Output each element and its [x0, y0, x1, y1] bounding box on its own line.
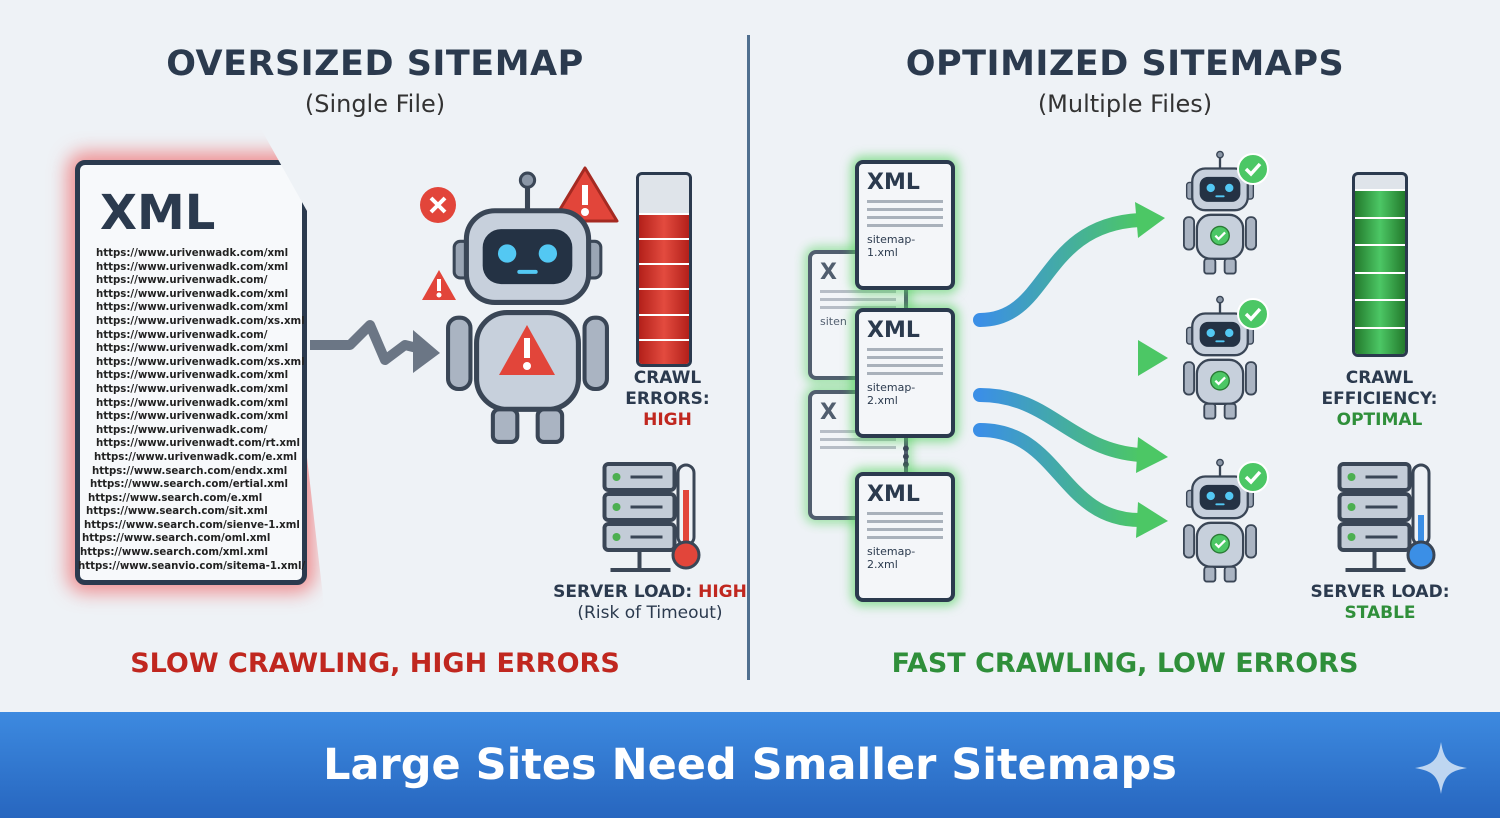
file-name: sitemap-2.xml	[867, 545, 916, 571]
arrow-1	[973, 213, 1147, 327]
url-line: https://www.search.com/endx.xml	[92, 465, 288, 477]
file-xml-label: XML	[867, 318, 920, 343]
crawl-arrows	[973, 202, 1168, 538]
robot-crawler-ok	[1180, 295, 1260, 420]
url-line: https://www.search.com/sienve-1.xml	[84, 519, 300, 531]
meter-segment	[1355, 244, 1405, 271]
meter-segment	[1355, 326, 1405, 354]
url-line: https://www.search.com/oml.xml	[82, 533, 271, 545]
server-load-text: SERVER LOAD:	[1310, 582, 1450, 602]
arrow-4	[973, 423, 1147, 527]
url-line: https://www.seanvio.com/sitema-1.xml/	[78, 560, 306, 572]
left-subtitle: (Single File)	[304, 90, 446, 118]
meter-segment	[1355, 216, 1405, 244]
meter-segment	[639, 263, 689, 288]
check-icon	[1237, 153, 1269, 185]
server-load-label: SERVER LOAD: HIGH (Risk of Timeout)	[540, 582, 760, 624]
url-line: https://www.search.com/ertial.xml	[90, 479, 288, 491]
sparkle-icon	[1415, 742, 1467, 794]
url-line: https://www.urivenwadk.com/xml	[96, 397, 289, 409]
partial-file-name: siten	[820, 315, 847, 328]
banner-title: Large Sites Need Smaller Sitemaps	[323, 740, 1177, 790]
crawl-efficiency-meter	[1352, 172, 1408, 357]
crawl-efficiency-value: OPTIMAL	[1336, 410, 1423, 430]
error-x-icon	[420, 187, 456, 223]
crawl-errors-value: HIGH	[643, 410, 692, 430]
url-line: https://www.urivenwadk.com/xml	[96, 343, 289, 355]
url-line: https://www.urivenwadk.com/xml	[96, 302, 289, 314]
right-subtitle: (Multiple Files)	[1037, 90, 1213, 118]
url-line: https://www.urivenwadk.com/xml	[96, 411, 289, 423]
doc-xml-label: XML	[100, 185, 216, 241]
url-line: https://www.urivenwadk.com/	[96, 275, 268, 287]
crawl-label-line2: ERRORS:	[625, 389, 710, 409]
file-name: sitemap-2.xml	[867, 381, 916, 407]
crawl-errors-meter	[636, 172, 692, 367]
url-line: https://www.urivenwadk.com/xs.xml	[96, 356, 305, 368]
meter-segment	[1355, 271, 1405, 299]
robot-crawler-ok	[1180, 458, 1260, 583]
right-footer: FAST CRAWLING, LOW ERRORS	[891, 648, 1359, 679]
url-line: https://www.search.com/e.xml	[88, 492, 263, 504]
crawl-label-line1: CRAWL	[633, 368, 702, 388]
url-line: https://www.search.com/sit.xml	[86, 506, 268, 518]
robot-crawler-error	[445, 170, 610, 445]
warning-small-icon	[422, 270, 456, 300]
server-load-value: STABLE	[1344, 603, 1416, 623]
url-line: https://www.urivenwadk.com/xml	[96, 370, 289, 382]
meter-segment	[1355, 299, 1405, 326]
sitemap-file-2: XML sitemap-2.xml	[855, 308, 955, 438]
server-load-stable-label: SERVER LOAD: STABLE	[1290, 582, 1470, 624]
url-line: https://www.urivenwadk.com/xs.xml	[96, 315, 305, 327]
server-stable-icon	[1333, 460, 1436, 580]
meter-segment	[639, 288, 689, 313]
url-line: https://www.search.com/xml.xml	[80, 547, 268, 559]
meter-segment	[639, 212, 689, 238]
server-hot-icon	[598, 460, 701, 580]
check-icon	[1237, 298, 1269, 330]
meter-segment	[639, 313, 689, 339]
url-line: https://www.urivenwadk.com/	[96, 329, 268, 341]
server-load-note: (Risk of Timeout)	[577, 603, 723, 623]
meter-segment	[639, 238, 689, 263]
divider	[747, 35, 750, 680]
url-line: https://www.urivenwadk.com/	[96, 424, 268, 436]
sitemap-file-1: XML sitemap-1.xml	[855, 160, 955, 290]
crawl-efficiency-label: CRAWL EFFICIENCY: OPTIMAL	[1312, 368, 1447, 431]
ellipsis-dots: •••	[900, 437, 912, 477]
crawl-label-line2: EFFICIENCY:	[1321, 389, 1438, 409]
url-line: https://www.urivenwadk.com/xml	[96, 383, 289, 395]
url-line: https://www.urivenwadt.com/rt.xml	[96, 438, 301, 450]
url-line: https://www.urivenwadk.com/xml	[96, 288, 289, 300]
server-load-text: SERVER LOAD:	[553, 582, 693, 602]
crawl-label-line1: CRAWL	[1345, 368, 1414, 388]
file-name: sitemap-1.xml	[867, 233, 916, 259]
banner: Large Sites Need Smaller Sitemaps	[0, 712, 1500, 818]
left-title: OVERSIZED SITEMAP	[166, 44, 584, 84]
robot-crawler-ok	[1180, 150, 1260, 275]
url-line: https://www.urivenwadk.com/xml	[96, 261, 289, 273]
crawl-errors-label: CRAWL ERRORS: HIGH	[600, 368, 735, 431]
meter-segment	[1355, 189, 1405, 216]
meter-segment	[639, 338, 689, 364]
server-load-value: HIGH	[698, 582, 747, 602]
file-xml-label: XML	[867, 170, 920, 195]
arrow-3	[973, 388, 1147, 462]
broken-arrow-icon	[310, 320, 440, 373]
check-icon	[1237, 461, 1269, 493]
file-xml-label: XML	[867, 482, 920, 507]
sitemap-file-3: XML sitemap-2.xml	[855, 472, 955, 602]
url-line: https://www.urivenwadk.com/e.xml	[94, 451, 297, 463]
url-line: https://www.urivenwadk.com/xml	[96, 248, 289, 259]
left-footer: SLOW CRAWLING, HIGH ERRORS	[130, 648, 620, 679]
right-title: OPTIMIZED SITEMAPS	[905, 44, 1345, 84]
